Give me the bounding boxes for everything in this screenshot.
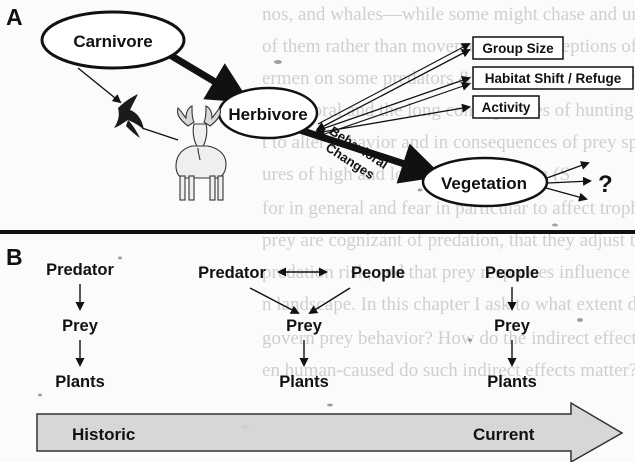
unknown-outcome-mark: ?: [598, 171, 613, 198]
bg-line-1: nos, and whales—while some might chase a…: [262, 4, 635, 25]
timeline-end-label: Current: [473, 425, 535, 444]
arrow-carnivore-to-herbivore: [170, 55, 232, 92]
transition-prey-label: Prey: [286, 317, 323, 335]
panel-b-letter: B: [6, 244, 23, 270]
arrow-carnivore-to-raven: [78, 68, 120, 102]
transition-predator-label: Predator: [198, 264, 266, 282]
line-raven-to-moose: [142, 128, 178, 140]
historic-predator-label: Predator: [46, 261, 114, 279]
historic-plants-label: Plants: [55, 373, 105, 391]
panel-a-letter: A: [6, 4, 23, 30]
herbivore-label: Herbivore: [228, 105, 307, 124]
bg-line-10: n landscape. In this chapter I ask to wh…: [262, 294, 635, 315]
vegetation-label: Vegetation: [441, 174, 527, 193]
carnivore-label: Carnivore: [73, 32, 152, 51]
activity-label: Activity: [482, 100, 531, 115]
transition-plants-label: Plants: [279, 373, 329, 391]
current-people-label: People: [485, 264, 539, 282]
habitat-shift-label: Habitat Shift / Refuge: [485, 71, 622, 86]
bg-line-2: of them rather than movement and percept…: [262, 36, 635, 57]
historic-chain: Predator Prey Plants: [46, 261, 114, 391]
current-plants-label: Plants: [487, 373, 537, 391]
group-size-label: Group Size: [482, 41, 554, 56]
timeline-start-label: Historic: [72, 425, 135, 444]
behavior-links: [316, 44, 469, 137]
historic-prey-label: Prey: [62, 317, 99, 335]
transition-people-label: People: [351, 264, 405, 282]
moose-icon: [176, 106, 226, 200]
current-prey-label: Prey: [494, 317, 531, 335]
